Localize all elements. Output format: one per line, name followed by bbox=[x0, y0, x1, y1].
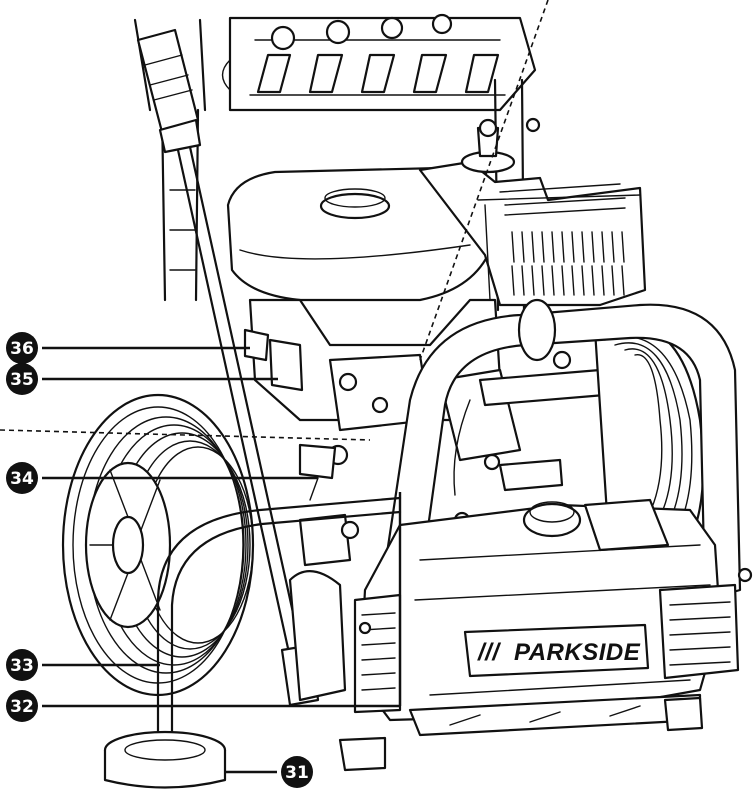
callout-32: 32 bbox=[6, 492, 402, 722]
dashed-guide-top bbox=[419, 0, 549, 361]
callout-34-label: 34 bbox=[10, 469, 34, 489]
callout-33: 33 bbox=[6, 649, 160, 681]
vent-slots-upper bbox=[499, 183, 626, 296]
callout-35-label: 35 bbox=[10, 370, 34, 390]
callout-33-label: 33 bbox=[10, 656, 34, 676]
brand-plate: /// PARKSIDE bbox=[463, 623, 650, 678]
dashed-guide-left bbox=[0, 429, 371, 441]
callout-32-label: 32 bbox=[10, 697, 34, 717]
callout-34: 34 bbox=[6, 462, 318, 494]
brand-prefix: /// bbox=[477, 639, 501, 666]
hose-rack bbox=[133, 13, 537, 112]
callout-36-label: 36 bbox=[10, 339, 34, 359]
hose-hook bbox=[103, 496, 402, 789]
wheel bbox=[61, 393, 255, 697]
callout-35: 35 bbox=[6, 363, 278, 395]
callout-31: 31 bbox=[225, 756, 313, 788]
callout-31-label: 31 bbox=[285, 763, 309, 783]
brand-name: PARKSIDE bbox=[514, 639, 641, 666]
callout-36: 36 bbox=[6, 332, 250, 364]
